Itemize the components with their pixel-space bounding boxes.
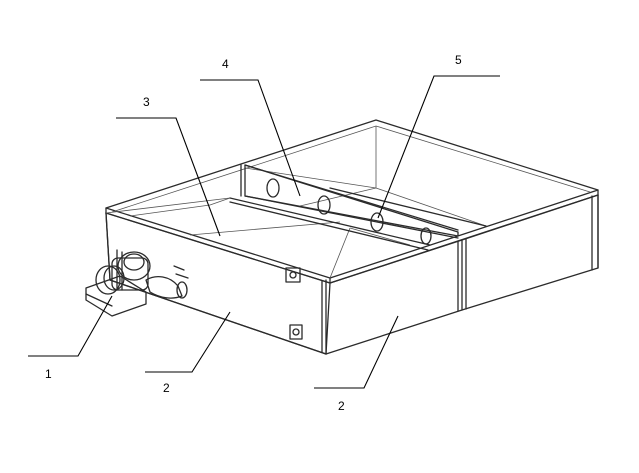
callout-1: 1 — [45, 367, 52, 381]
tank-body — [105, 119, 599, 355]
callout-5: 5 — [455, 53, 462, 67]
callout-3: 3 — [143, 95, 150, 109]
leader-3 — [116, 117, 221, 237]
flow-holes — [266, 178, 432, 245]
partition-wall — [229, 164, 487, 251]
leader-5 — [377, 75, 500, 219]
leader-4 — [200, 79, 301, 197]
leader-2a — [145, 311, 231, 373]
leader-2b — [314, 315, 399, 389]
callout-2-left: 2 — [163, 381, 170, 395]
callout-labels: 1 2 2 3 4 5 — [45, 53, 462, 413]
pump — [85, 249, 189, 317]
leader-1 — [28, 295, 113, 357]
leader-lines — [28, 75, 500, 389]
callout-2-right: 2 — [338, 399, 345, 413]
callout-4: 4 — [222, 57, 229, 71]
side-fittings — [285, 267, 303, 340]
